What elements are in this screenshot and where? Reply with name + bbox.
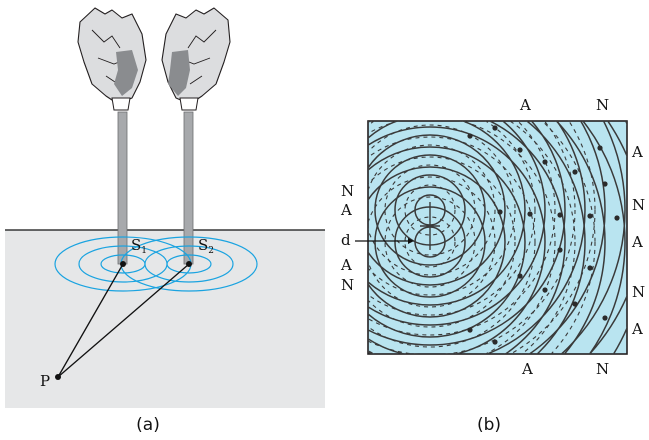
- left-label-n2: N: [341, 276, 354, 294]
- rod-s2: [183, 111, 194, 265]
- left-label-a2: A: [340, 256, 352, 274]
- hand-icon: [77, 7, 147, 111]
- right-label-n2: N: [632, 283, 645, 301]
- top-label-n: N: [596, 96, 609, 114]
- caption-a: (a): [136, 415, 160, 435]
- right-label-n1: N: [632, 196, 645, 214]
- interference-pattern-box: [367, 120, 628, 355]
- source-s1-label: S1: [131, 236, 147, 256]
- bottom-label-a: A: [521, 360, 533, 378]
- left-label-d: d: [341, 231, 351, 249]
- troughs-source-2: [368, 121, 596, 354]
- left-label-n1: N: [341, 182, 354, 200]
- water-surface: [5, 230, 325, 408]
- caption-b: (b): [477, 415, 501, 435]
- path-s1-p: [57, 263, 124, 378]
- antinode-dots: [467, 125, 620, 345]
- right-label-a1: A: [631, 143, 643, 161]
- right-label-a2: A: [631, 233, 643, 251]
- top-label-a: A: [519, 96, 531, 114]
- hand-icon: [161, 7, 231, 111]
- panel-b: A N A N N A d A N A N A N A (b): [340, 96, 645, 435]
- panel-a: S1 S2 P (a): [5, 7, 325, 435]
- wavefronts-source-1: [368, 121, 627, 354]
- right-label-a3: A: [631, 320, 643, 338]
- left-label-a1: A: [340, 201, 352, 219]
- wavefronts-source-2: [368, 121, 627, 354]
- source-s2-label: S2: [198, 236, 214, 256]
- point-p-dot: [55, 374, 61, 380]
- path-s2-p: [57, 263, 190, 378]
- bottom-label-n: N: [596, 360, 609, 378]
- point-p-label: P: [40, 372, 50, 390]
- rod-s1: [117, 111, 128, 265]
